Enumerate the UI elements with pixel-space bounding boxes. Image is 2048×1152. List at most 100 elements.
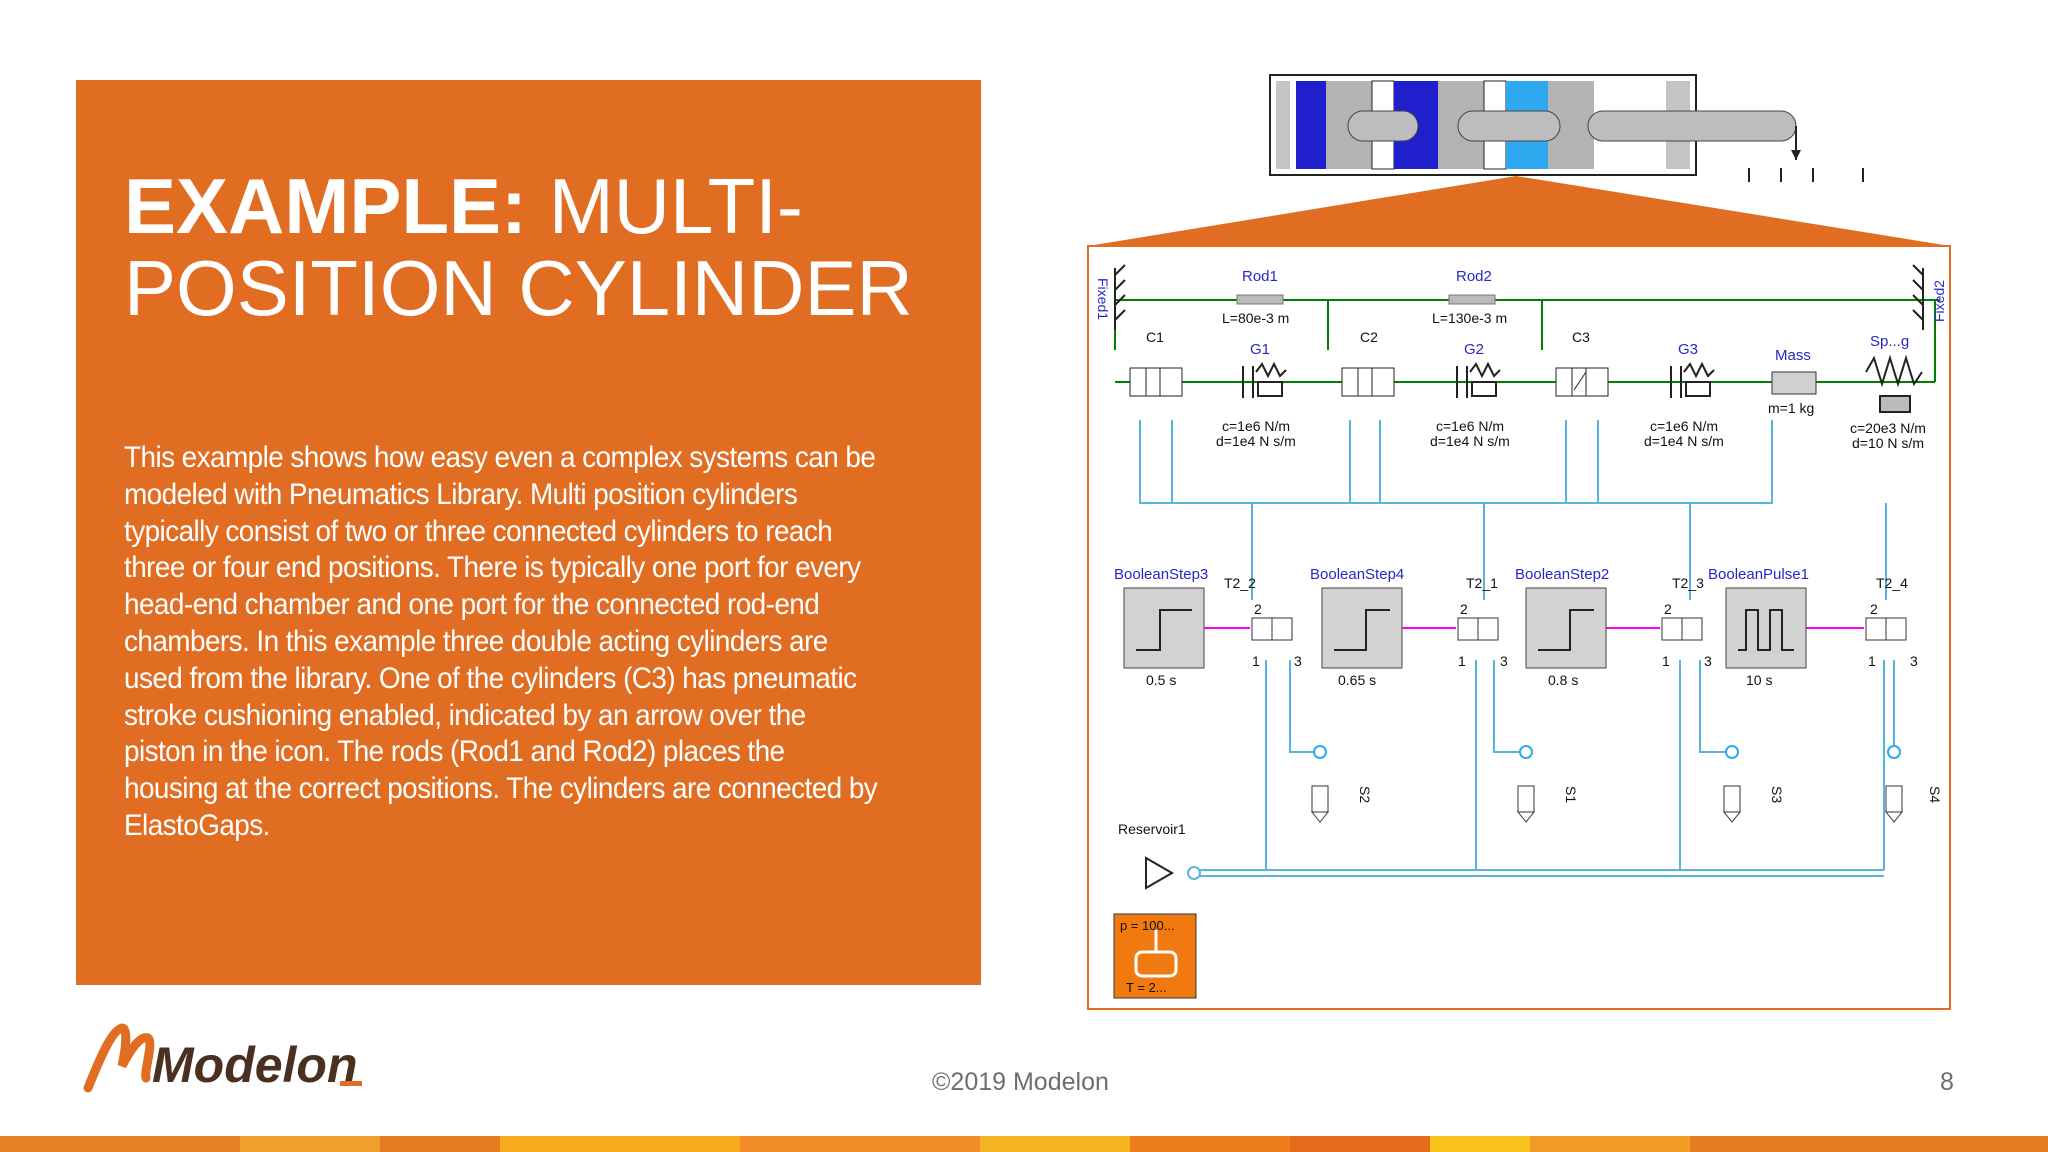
port-label: 1: [1252, 653, 1260, 669]
logo-text: Modelon: [152, 1037, 358, 1093]
body-line: stroke cushioning enabled, indicated by …: [124, 698, 806, 732]
port-label: 2: [1254, 601, 1262, 617]
fixed2-symbol: [1912, 264, 1924, 330]
port-label: 3: [1910, 653, 1918, 669]
port-label: 3: [1294, 653, 1302, 669]
valve-t2-2-label: T2_2: [1224, 575, 1256, 591]
slide-title: EXAMPLE: MULTI- POSITION CYLINDER: [124, 165, 944, 329]
sensor-s2-label: S2: [1357, 786, 1373, 803]
g1-c: c=1e6 N/m: [1222, 418, 1290, 434]
body-line: This example shows how easy even a compl…: [124, 441, 876, 474]
zoom-callout: [1088, 176, 1950, 246]
title-rest: MULTI-: [527, 162, 803, 250]
spring-label: Sp...g: [1870, 333, 1909, 350]
g1-d: d=1e4 N s/m: [1216, 433, 1296, 449]
body-paragraph: This example shows how easy even a compl…: [124, 440, 942, 845]
booleanstep4-time: 0.65 s: [1338, 672, 1376, 688]
cylinder-c3: [1555, 367, 1609, 397]
g1-label: G1: [1250, 341, 1270, 358]
title-bold: EXAMPLE:: [124, 162, 528, 250]
c2-label: C2: [1360, 329, 1378, 345]
booleanstep2-time: 0.8 s: [1548, 672, 1578, 688]
page-number: 8: [1940, 1068, 1954, 1096]
g2-d: d=1e4 N s/m: [1430, 433, 1510, 449]
rod1-param: L=80e-3 m: [1222, 310, 1289, 326]
booleanstep4-label: BooleanStep4: [1310, 566, 1404, 583]
c3-label: C3: [1572, 329, 1590, 345]
booleanstep3-block: [1123, 587, 1205, 669]
valve-t2-3-label: T2_3: [1672, 575, 1704, 591]
rod2-label: Rod2: [1456, 268, 1492, 285]
spring-c: c=20e3 N/m: [1850, 420, 1926, 436]
mass-label: Mass: [1775, 347, 1811, 364]
body-line: three or four end positions. There is ty…: [124, 551, 861, 585]
body-line: ElastoGaps.: [124, 808, 270, 842]
cylinder-c1: [1129, 367, 1183, 397]
sensor-s3: [1722, 745, 1742, 823]
port-label: 3: [1500, 653, 1508, 669]
g3-d: d=1e4 N s/m: [1644, 433, 1724, 449]
rod2-symbol: [1448, 294, 1496, 305]
reservoir-label: Reservoir1: [1118, 821, 1186, 837]
booleanpulse1-time: 10 s: [1746, 672, 1772, 688]
g2-label: G2: [1464, 341, 1484, 358]
port-label: 2: [1870, 601, 1878, 617]
source-p: p = 100...: [1120, 918, 1175, 933]
port-label: 3: [1704, 653, 1712, 669]
body-line: used from the library. One of the cylind…: [124, 661, 857, 695]
valve-t2-4-label: T2_4: [1876, 575, 1908, 591]
sensor-s3-label: S3: [1769, 786, 1785, 803]
port-label: 1: [1458, 653, 1466, 669]
fixed1-label: Fixed1: [1095, 278, 1111, 320]
c1-label: C1: [1146, 329, 1164, 345]
port-label: 2: [1664, 601, 1672, 617]
cylinder-picture: [1269, 74, 1864, 182]
valve-t2-2: [1251, 617, 1293, 641]
port-label: 1: [1662, 653, 1670, 669]
reservoir-symbol: [1145, 856, 1175, 890]
port-label: 2: [1460, 601, 1468, 617]
source-t: T = 2...: [1126, 980, 1167, 995]
gap-g3: [1670, 361, 1715, 398]
booleanpulse1-label: BooleanPulse1: [1708, 566, 1809, 583]
title-panel: [76, 80, 981, 985]
mass-param: m=1 kg: [1768, 400, 1814, 416]
title-line2: POSITION CYLINDER: [124, 244, 913, 332]
rod1-label: Rod1: [1242, 268, 1278, 285]
booleanstep2-label: BooleanStep2: [1515, 566, 1609, 583]
g2-c: c=1e6 N/m: [1436, 418, 1504, 434]
copyright: ©2019 Modelon: [932, 1068, 1109, 1096]
body-line: head-end chamber and one port for the co…: [124, 588, 820, 622]
gap-g2: [1456, 361, 1501, 398]
booleanstep4-block: [1321, 587, 1403, 669]
port-label: 1: [1868, 653, 1876, 669]
booleanstep2-block: [1525, 587, 1607, 669]
sensor-s2: [1310, 745, 1330, 823]
body-line: modeled with Pneumatics Library. Multi p…: [124, 477, 798, 511]
modelon-logo: Modelon: [83, 1023, 362, 1093]
valve-t2-1-label: T2_1: [1466, 575, 1498, 591]
body-line: typically consist of two or three connec…: [124, 514, 833, 548]
body-line: chambers. In this example three double a…: [124, 624, 828, 658]
g3-c: c=1e6 N/m: [1650, 418, 1718, 434]
fixed1-symbol: [1114, 264, 1126, 330]
pressure-source-block: [1113, 913, 1197, 999]
spring-d: d=10 N s/m: [1852, 435, 1924, 451]
booleanstep3-label: BooleanStep3: [1114, 566, 1208, 583]
valve-t2-1: [1457, 617, 1499, 641]
sensor-s1: [1516, 745, 1536, 823]
sensor-s4: [1884, 745, 1904, 823]
gap-g1: [1242, 361, 1287, 398]
sensor-s4-label: S4: [1927, 786, 1943, 803]
bottom-color-bar: [0, 1136, 2048, 1152]
valve-t2-3: [1661, 617, 1703, 641]
rod1-symbol: [1236, 294, 1284, 305]
cylinder-c2: [1341, 367, 1395, 397]
body-line: housing at the correct positions. The cy…: [124, 772, 878, 806]
g3-label: G3: [1678, 341, 1698, 358]
spring-damper: [1865, 354, 1923, 413]
mass-block: [1771, 371, 1817, 395]
booleanpulse1-block: [1725, 587, 1807, 669]
rod2-param: L=130e-3 m: [1432, 310, 1507, 326]
